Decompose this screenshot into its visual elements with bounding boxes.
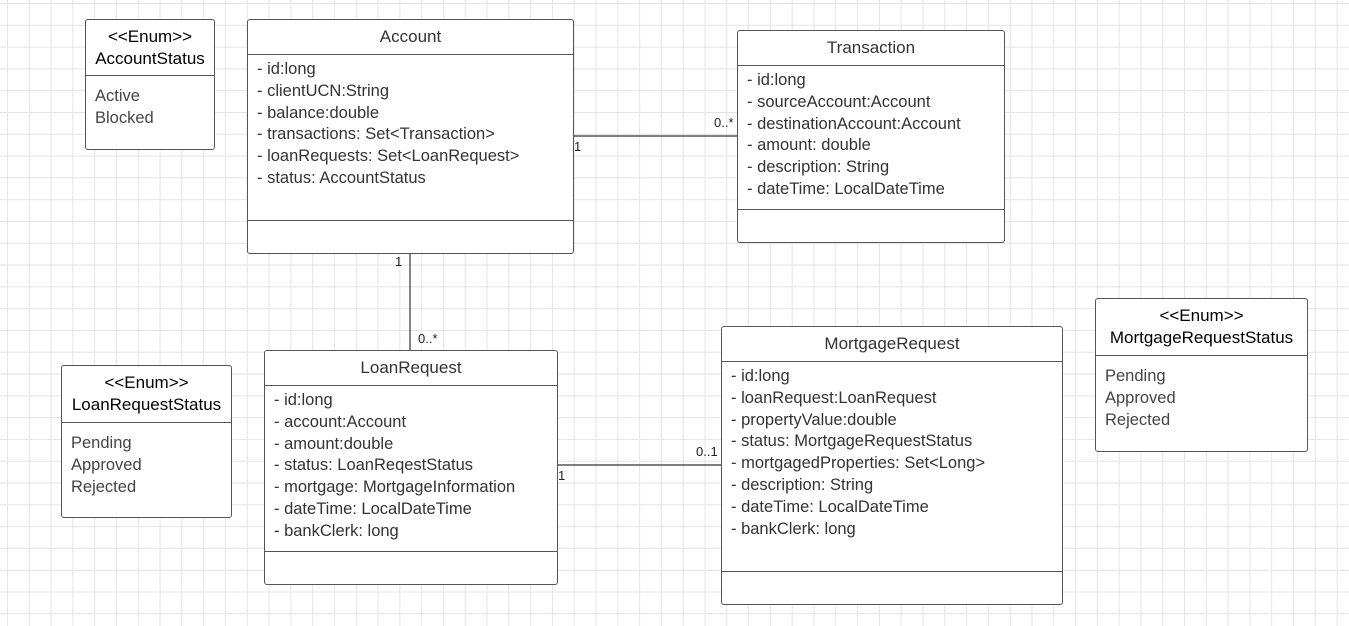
enum-value: Blocked [95, 108, 154, 127]
class-methods [248, 220, 573, 253]
class-attribute: - mortgagedProperties: Set<Long> [731, 454, 986, 473]
class-attribute: - status: AccountStatus [257, 168, 426, 187]
multiplicity-label: 1 [395, 254, 403, 269]
class-attribute: - description: String [747, 158, 890, 177]
enum-stereotype: <<Enum>> [107, 26, 193, 46]
enum-account-status[interactable]: <<Enum>> AccountStatus Active Blocked [85, 19, 215, 150]
multiplicity-label: 0..* [418, 331, 438, 346]
multiplicity-label: 0..1 [696, 444, 718, 459]
enum-header: <<Enum>> MortgageRequestStatus [1096, 299, 1307, 356]
class-account[interactable]: Account - id:long - clientUCN:String - b… [247, 19, 574, 254]
class-name: Transaction [738, 31, 1004, 66]
class-attribute: - id:long [257, 60, 316, 78]
class-attribute: - status: LoanReqestStatus [274, 456, 474, 475]
enum-name: MortgageRequestStatus [1109, 328, 1294, 347]
class-attributes: - id:long - account:Account - amount:dou… [265, 386, 557, 551]
class-attributes: - id:long - sourceAccount:Account - dest… [738, 66, 1004, 209]
class-attribute: - mortgage: MortgageInformation [274, 478, 516, 497]
class-attribute: - id:long [747, 71, 806, 89]
class-attributes: - id:long - loanRequest:LoanRequest - pr… [722, 362, 1062, 571]
enum-name: AccountStatus [95, 48, 205, 68]
multiplicity-label: 1 [558, 468, 566, 483]
enum-value: Pending [1105, 367, 1166, 385]
multiplicity-label: 1 [574, 139, 582, 154]
class-transaction[interactable]: Transaction - id:long - sourceAccount:Ac… [737, 30, 1005, 243]
class-attribute: - dateTime: LocalDateTime [747, 179, 945, 198]
multiplicity-label: 0..* [714, 115, 734, 130]
enum-value: Pending [71, 434, 132, 452]
enum-value: Approved [1105, 388, 1176, 407]
enum-mortgage-request-status[interactable]: <<Enum>> MortgageRequestStatus Pending A… [1095, 298, 1308, 452]
enum-values: Pending Approved Rejected [1096, 356, 1307, 441]
class-attribute: - description: String [731, 475, 874, 494]
class-attribute: - clientUCN:String [257, 81, 390, 100]
class-attribute: - status: MortgageRequestStatus [731, 432, 973, 451]
class-attribute: - id:long [274, 391, 333, 409]
class-attribute: - propertyValue:double [731, 410, 897, 429]
class-attribute: - sourceAccount:Account [747, 92, 931, 111]
enum-header: <<Enum>> LoanRequestStatus [62, 366, 231, 423]
class-name: Account [248, 20, 573, 55]
class-attribute: - balance:double [257, 103, 380, 122]
class-attribute: - dateTime: LocalDateTime [274, 499, 472, 518]
class-attribute: - id:long [731, 367, 790, 385]
enum-value: Active [95, 87, 140, 105]
class-methods [738, 209, 1004, 242]
enum-name: LoanRequestStatus [71, 395, 222, 414]
enum-value: Rejected [1105, 410, 1171, 429]
class-attribute: - bankClerk: long [274, 521, 399, 540]
class-methods [265, 551, 557, 584]
class-attribute: - loanRequest:LoanRequest [731, 388, 937, 407]
class-attribute: - bankClerk: long [731, 519, 856, 538]
enum-values: Pending Approved Rejected [62, 423, 231, 508]
class-name: MortgageRequest [722, 327, 1062, 362]
class-attribute: - transactions: Set<Transaction> [257, 125, 495, 144]
class-attribute: - account:Account [274, 412, 407, 431]
class-attribute: - amount:double [274, 434, 394, 453]
class-attributes: - id:long - clientUCN:String - balance:d… [248, 55, 573, 220]
enum-header: <<Enum>> AccountStatus [86, 20, 214, 76]
enum-stereotype: <<Enum>> [1159, 306, 1244, 325]
enum-values: Active Blocked [86, 76, 214, 140]
enum-loan-request-status[interactable]: <<Enum>> LoanRequestStatus Pending Appro… [61, 365, 232, 518]
enum-stereotype: <<Enum>> [104, 373, 189, 392]
class-mortgage-request[interactable]: MortgageRequest - id:long - loanRequest:… [721, 326, 1063, 605]
class-loan-request[interactable]: LoanRequest - id:long - account:Account … [264, 350, 558, 585]
class-attribute: - dateTime: LocalDateTime [731, 497, 929, 516]
class-methods [722, 571, 1062, 604]
class-name: LoanRequest [265, 351, 557, 386]
class-attribute: - amount: double [747, 136, 871, 155]
class-attribute: - destinationAccount:Account [747, 114, 961, 133]
enum-value: Rejected [71, 477, 137, 496]
enum-value: Approved [71, 455, 142, 474]
class-attribute: - loanRequests: Set<LoanRequest> [257, 147, 520, 166]
